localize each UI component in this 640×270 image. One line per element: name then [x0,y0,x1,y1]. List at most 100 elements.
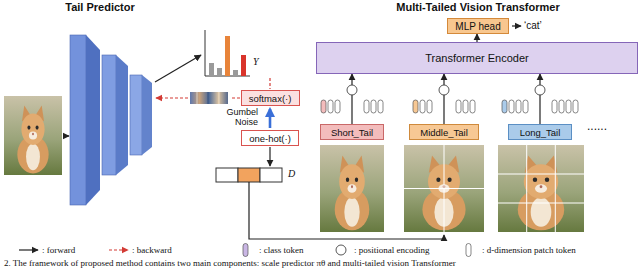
legend-sample [18,243,40,257]
feature-strip [190,92,228,104]
legend-text: : forward [42,245,75,255]
mlp-head-box: MLP head [447,18,509,34]
legend-entry: : forward [18,243,75,257]
connector-arrow [539,74,540,124]
chart-bar [233,70,238,76]
cnn-layer [102,55,116,175]
patch-token [364,100,369,113]
chart-bar [225,36,230,76]
patch-token [573,100,578,113]
patch-token [566,100,571,113]
legend-entry: : positional encoding [330,243,430,257]
section-title: Multi-Tailed Vision Transformer [396,1,559,13]
node-text: Short_Tail [331,127,373,138]
tail-box: Short_Tail [320,124,384,140]
onehot-box: one-hot(·) [241,130,299,146]
legend-sample [330,243,352,257]
cnn-layer-side [142,75,152,155]
connector-arrow [443,74,444,124]
axis-label: Y [253,56,259,67]
encoder-box: Transformer Encoder [316,42,638,74]
node-text: Transformer Encoder [425,52,529,64]
node-text: Middle_Tail [420,127,468,138]
feature-texture [219,92,220,104]
tail-box: Middle_Tail [409,124,479,140]
gumbel-arrow [269,109,272,128]
patch-token [552,100,557,113]
patch-grid [498,174,584,175]
chart-bar [241,55,246,76]
patch-token [420,100,425,113]
patch-token [335,100,340,113]
output-label: ‘cat’ [524,20,542,31]
class-token [502,100,507,113]
cnn-layer [130,75,142,155]
legend-entry: : backward [108,243,172,257]
connector-arrow [351,74,352,124]
vector-cell [238,168,260,182]
patch-token [463,100,468,113]
legend-text: : backward [132,245,172,255]
tail-image [320,145,384,232]
node-text: MLP head [455,21,500,32]
patch-token [523,100,528,113]
cnn-layer [70,35,86,205]
node-text: one-hot(·) [249,133,291,144]
vector-cell [216,168,238,182]
legend-sample [108,243,130,257]
patch-grid [404,188,484,189]
cnn-layer-side [116,55,128,175]
noise-label: Gumbel Noise [212,108,258,128]
positional-encoding [535,85,545,95]
patch-token [378,100,383,113]
patch-token [470,100,475,113]
positional-sample [336,245,346,255]
forward-arrow [269,147,270,166]
tail-image [404,145,484,232]
vector-label: D [288,168,295,179]
legend-text: : positional encoding [354,245,430,255]
legend-entry: : d-dimension patch token [458,243,576,257]
feature-texture [197,92,198,104]
positional-encoding [347,85,357,95]
patch-token [328,100,333,113]
section-title: Tail Predictor [65,1,134,13]
patch-token [456,100,461,113]
chart-bar [209,63,214,76]
legend-sample [235,243,257,257]
legend-text: : class token [259,245,304,255]
vector-cell [260,168,282,182]
tail-box: Long_Tail [508,124,572,140]
tail-image [498,145,584,232]
node-text: softmax(·) [249,93,292,104]
backward-line [269,78,270,89]
patch-token-sample [466,244,471,257]
chart-axis [205,30,206,76]
connector-arrow [476,34,477,42]
forward-arrow [155,55,201,82]
patch-grid [498,203,584,204]
cnn-layer-side [86,35,100,205]
forward-sample [19,249,38,250]
patch-token [371,100,376,113]
patch-token [516,100,521,113]
forward-arrow [512,25,521,26]
positional-encoding [439,85,449,95]
feature-texture [208,92,209,104]
ellipsis: ...... [587,120,607,133]
figure-caption: 2. The framework of proposed method cont… [4,258,456,268]
softmax-box: softmax(·) [241,90,300,106]
backward-arrow [156,97,188,98]
class-token-sample [243,244,248,257]
legend-sample [458,243,480,257]
legend-text: : d-dimension patch token [482,245,576,255]
node-text: Long_Tail [520,127,561,138]
class-token [321,100,326,113]
backward-sample [109,249,128,250]
patch-grid [526,145,527,232]
class-token [413,100,418,113]
forward-arrow [63,135,69,136]
patch-token [559,100,564,113]
patch-token [427,100,432,113]
